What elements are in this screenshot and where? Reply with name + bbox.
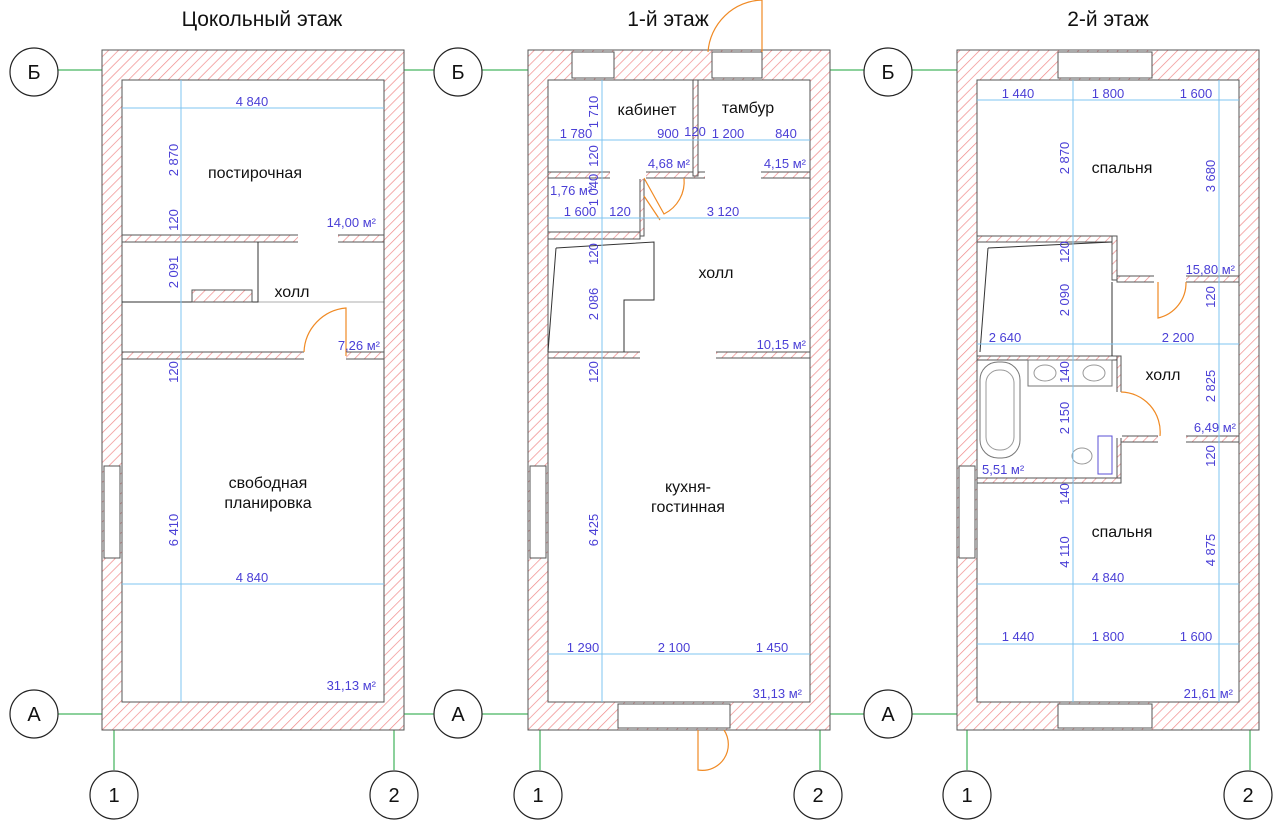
dim-text: 2 100 xyxy=(658,640,691,655)
dim-text: 1 290 xyxy=(567,640,600,655)
area-label: 4,68 м² xyxy=(648,156,691,171)
dim-text: 120 xyxy=(586,361,601,383)
dim-text: 1 040 xyxy=(586,174,601,207)
dim-text: 2 640 xyxy=(989,330,1022,345)
dim-text: 2 200 xyxy=(1162,330,1195,345)
dim-text: 3 120 xyxy=(707,204,740,219)
room-label: холл xyxy=(274,284,309,301)
plan-basement: 4 840 2 870 120 2 091 120 6 410 4 840 по… xyxy=(101,49,405,731)
dim-text: 120 xyxy=(586,145,601,167)
area-label: 6,49 м² xyxy=(1194,420,1237,435)
area-label: 10,15 м² xyxy=(757,337,807,352)
axis-label: 1 xyxy=(961,785,972,807)
axis-label: А xyxy=(27,704,41,726)
area-label: 21,61 м² xyxy=(1184,686,1234,701)
dim-text: 2 150 xyxy=(1057,402,1072,435)
room-label: планировка xyxy=(224,495,311,512)
axis-label: Б xyxy=(881,62,894,84)
dim-text: 1 600 xyxy=(564,204,597,219)
room-label: кабинет xyxy=(618,102,678,119)
dim-text: 4 110 xyxy=(1057,536,1072,568)
axis-label: 2 xyxy=(812,785,823,807)
dim-text: 120 xyxy=(1057,241,1072,263)
room-label: тамбур xyxy=(722,100,775,117)
dim-text: 120 xyxy=(166,361,181,383)
room-label: свободная xyxy=(229,475,308,492)
dim-text: 120 xyxy=(166,209,181,231)
dim-text: 900 xyxy=(657,126,679,141)
axis-label: А xyxy=(451,704,465,726)
plan-second-floor: 1 440 1 800 1 600 2 870 3 680 120 2 090 … xyxy=(956,49,1260,731)
room-label: холл xyxy=(698,265,733,282)
room-label: постирочная xyxy=(208,165,302,182)
dim-text: 2 825 xyxy=(1203,370,1218,403)
dim-text: 1 780 xyxy=(560,126,593,141)
axis-label: 2 xyxy=(388,785,399,807)
dim-text: 120 xyxy=(1203,286,1218,308)
dim-text: 1 440 xyxy=(1002,86,1035,101)
dim-text: 4 840 xyxy=(236,94,269,109)
plan-first-floor: 1 710 1 780 900 120 1 200 840 120 1 040 … xyxy=(527,0,831,771)
dim-text: 140 xyxy=(1057,361,1072,383)
dim-text: 1 200 xyxy=(712,126,745,141)
dim-text: 1 450 xyxy=(756,640,789,655)
dim-text: 4 840 xyxy=(1092,570,1125,585)
dim-text: 840 xyxy=(775,126,797,141)
axis-label: 1 xyxy=(532,785,543,807)
dim-text: 2 091 xyxy=(166,256,181,289)
dim-text: 120 xyxy=(586,243,601,265)
title-first-floor: 1-й этаж xyxy=(627,8,709,31)
axis-label: А xyxy=(881,704,895,726)
area-label: 14,00 м² xyxy=(327,215,377,230)
area-label: 31,13 м² xyxy=(753,686,803,701)
area-label: 31,13 м² xyxy=(327,678,377,693)
area-label: 15,80 м² xyxy=(1186,262,1236,277)
axis-bubbles: Б А Б А Б А 1 2 1 2 1 2 xyxy=(9,47,1273,820)
title-second-floor: 2-й этаж xyxy=(1067,8,1149,31)
dim-text: 4 840 xyxy=(236,570,269,585)
dim-text: 1 440 xyxy=(1002,629,1035,644)
dim-text: 1 600 xyxy=(1180,86,1213,101)
dim-text: 140 xyxy=(1057,483,1072,505)
room-label: спальня xyxy=(1092,160,1153,177)
dim-text: 1 710 xyxy=(586,96,601,129)
dim-text: 2 090 xyxy=(1057,284,1072,317)
room-label: спальня xyxy=(1092,524,1153,541)
dim-text: 4 875 xyxy=(1203,534,1218,567)
room-label: гостинная xyxy=(651,499,725,516)
dim-text: 120 xyxy=(1203,445,1218,467)
dim-text: 1 600 xyxy=(1180,629,1213,644)
dim-text: 6 410 xyxy=(166,514,181,547)
axis-label: 2 xyxy=(1242,785,1253,807)
room-label: кухня- xyxy=(665,479,711,496)
dim-text: 120 xyxy=(684,124,706,139)
dim-text: 2 870 xyxy=(1057,142,1072,175)
dim-text: 3 680 xyxy=(1203,160,1218,193)
area-label: 1,76 м² xyxy=(550,183,593,198)
axis-label: Б xyxy=(27,62,40,84)
area-label: 4,15 м² xyxy=(764,156,807,171)
title-basement: Цокольный этаж xyxy=(182,8,343,31)
area-label: 7,26 м² xyxy=(338,338,381,353)
dim-text: 1 800 xyxy=(1092,629,1125,644)
area-label: 5,51 м² xyxy=(982,462,1025,477)
room-label: холл xyxy=(1145,367,1180,384)
dim-text: 2 086 xyxy=(586,288,601,321)
axis-label: 1 xyxy=(108,785,119,807)
dim-text: 6 425 xyxy=(586,514,601,547)
dim-text: 2 870 xyxy=(166,144,181,177)
axis-label: Б xyxy=(451,62,464,84)
dim-text: 120 xyxy=(609,204,631,219)
dim-text: 1 800 xyxy=(1092,86,1125,101)
